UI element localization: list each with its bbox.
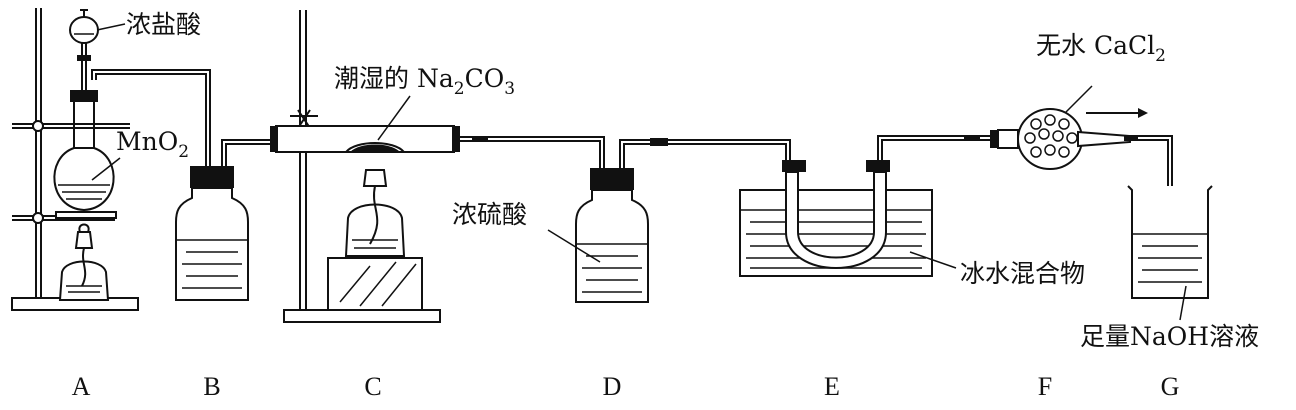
label-mno2: MnO2 (116, 127, 189, 162)
label-ice-water: 冰水混合物 (960, 259, 1085, 288)
apparatus-e (739, 135, 990, 277)
letter-c: C (364, 372, 381, 401)
letter-f: F (1038, 372, 1052, 401)
letter-b: B (203, 372, 220, 401)
leader-lines (91, 23, 1187, 321)
letter-e: E (824, 372, 840, 401)
apparatus-g (1127, 185, 1213, 299)
label-anhydrous-cacl2: 无水 CaCl2 (1036, 31, 1166, 66)
letter-g: G (1161, 372, 1180, 401)
letter-a: A (72, 372, 91, 401)
label-moist-na2co3: 潮湿的 Na2CO3 (334, 64, 515, 99)
apparatus-c (270, 10, 460, 323)
apparatus-d (575, 138, 791, 303)
tube-c-d (460, 136, 605, 170)
letter-d: D (603, 372, 622, 401)
apparatus-b (175, 139, 270, 301)
hose-link (472, 136, 488, 142)
apparatus-a (11, 8, 211, 311)
label-conc-h2so4: 浓硫酸 (452, 200, 527, 229)
label-naoh-solution: 足量NaOH溶液 (1080, 322, 1259, 351)
label-conc-hcl: 浓盐酸 (126, 10, 201, 39)
